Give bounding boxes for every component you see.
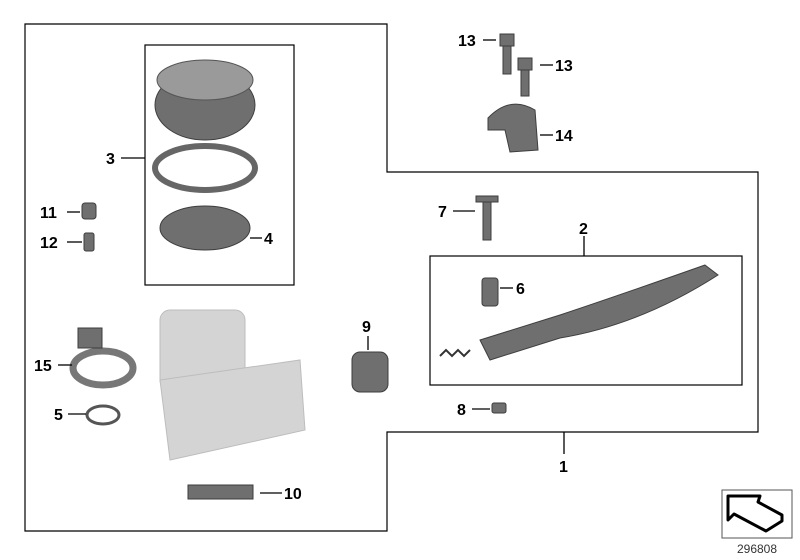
label-8: 8 (457, 402, 466, 419)
label-1: 1 (559, 459, 568, 476)
label-4: 4 (264, 231, 273, 248)
clamp-14 (487, 103, 539, 153)
label-13b: 13 (555, 58, 573, 75)
label-11: 11 (40, 205, 57, 222)
leader-lines (58, 39, 585, 494)
reservoir-cap (154, 59, 256, 141)
arrow-icon[interactable] (721, 489, 793, 539)
grommet-9 (351, 351, 389, 393)
label-6: 6 (516, 281, 525, 298)
assembly-outline (24, 23, 759, 532)
diaphragm-4 (159, 205, 251, 251)
clamp-ring-15 (69, 327, 137, 389)
part-11 (81, 202, 97, 220)
screw-13a (499, 33, 515, 75)
diagram-id: 296808 (737, 542, 777, 556)
label-2: 2 (579, 221, 588, 238)
label-5: 5 (54, 407, 63, 424)
master-cylinder-ghost (159, 309, 306, 461)
label-10: 10 (284, 486, 302, 503)
label-15: 15 (34, 358, 52, 375)
lever-2 (479, 264, 719, 361)
label-7: 7 (438, 204, 447, 221)
group-box-2 (429, 255, 743, 386)
label-12: 12 (40, 235, 58, 252)
switch-10 (187, 484, 254, 500)
bushing-6 (481, 277, 499, 307)
cap-ring (152, 143, 258, 193)
label-3: 3 (106, 151, 115, 168)
nut-8 (491, 402, 507, 414)
group-box-3 (144, 44, 295, 286)
screw-13b (517, 57, 533, 97)
part-12 (83, 232, 95, 252)
label-13a: 13 (458, 33, 476, 50)
pin-7 (475, 195, 499, 241)
label-9: 9 (362, 319, 371, 336)
spring (439, 348, 471, 358)
label-14: 14 (555, 128, 573, 145)
o-ring-5 (85, 404, 121, 426)
